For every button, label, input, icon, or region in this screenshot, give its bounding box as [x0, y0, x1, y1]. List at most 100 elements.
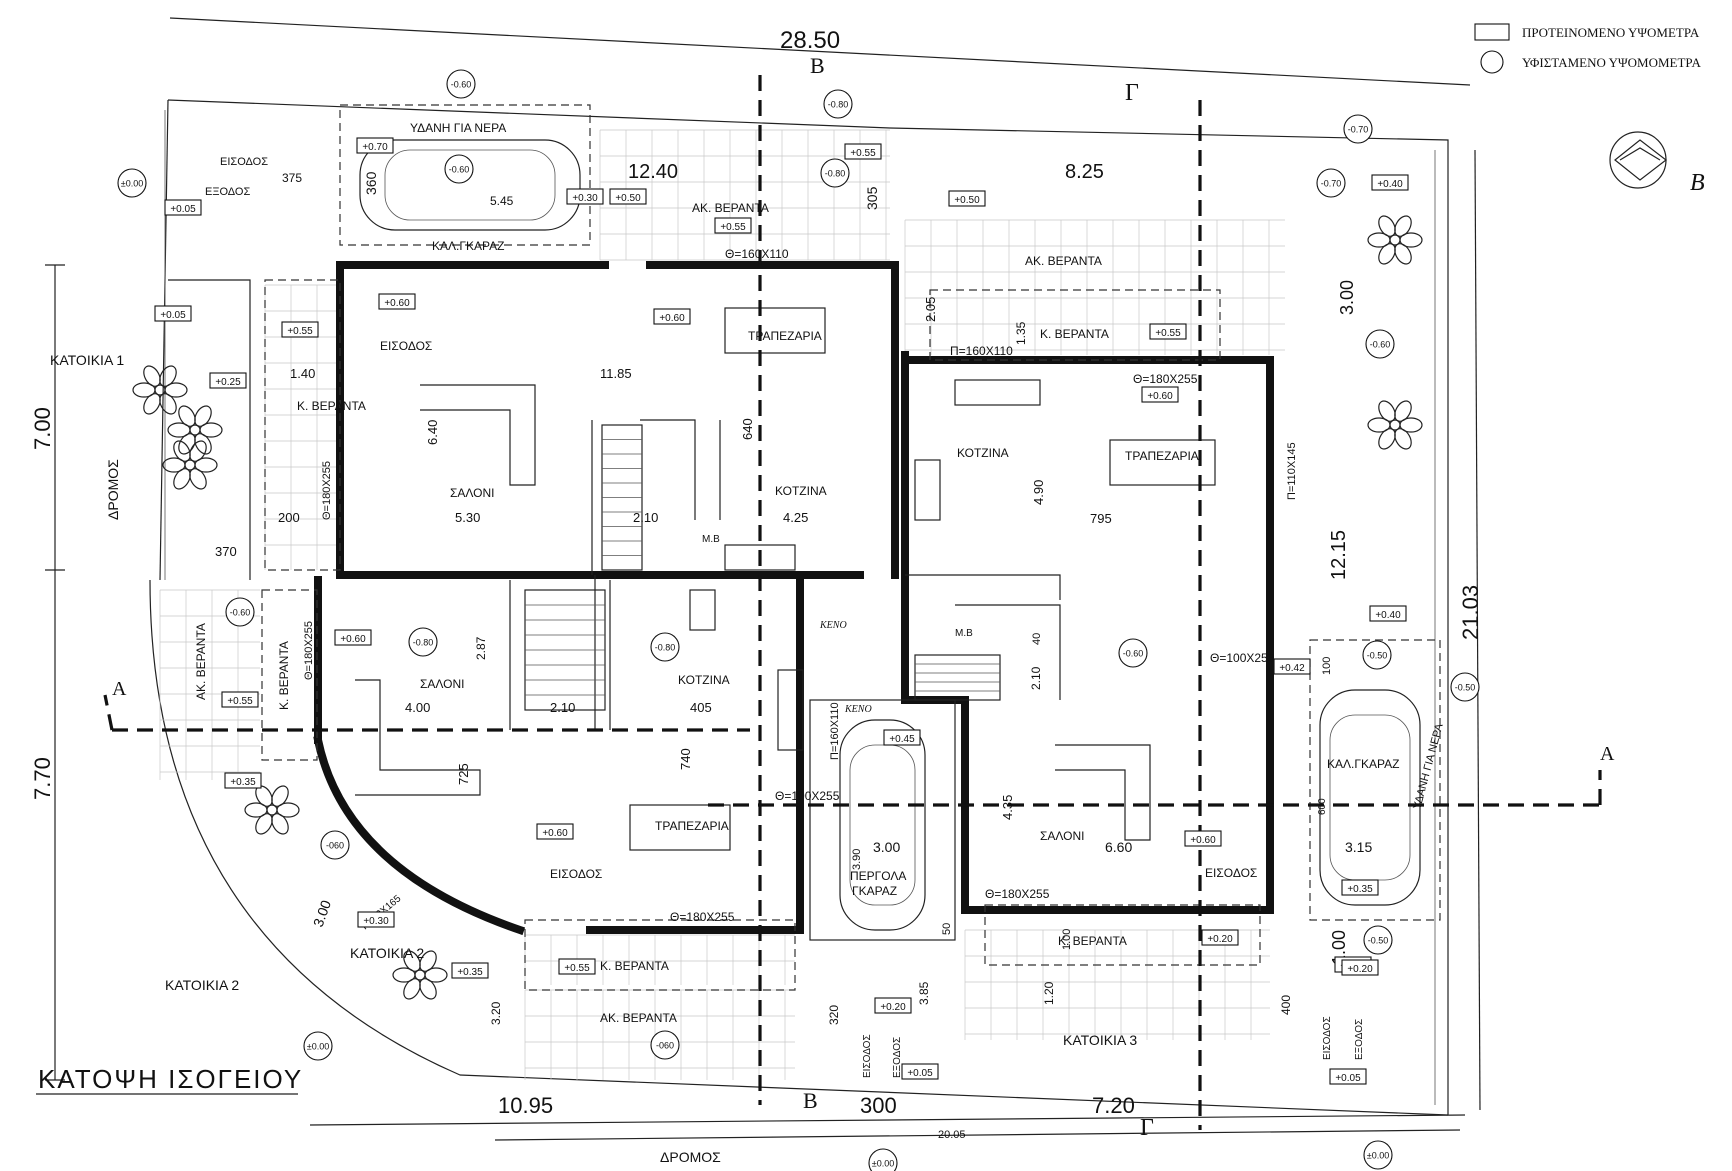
label-exit-top-1: ΕΞΟΔΟΣ	[205, 186, 250, 198]
label-garage-top: ΚΑΛ.ΓΚΑΡΑΖ	[432, 239, 504, 253]
label-house-2a: ΚΑΤΟΙΚΙΑ 2	[350, 945, 424, 961]
dim-600: 600	[1317, 798, 1328, 815]
svg-text:+0.50: +0.50	[954, 195, 980, 206]
furniture	[355, 307, 1216, 851]
level-existing-c2: -0.80	[823, 89, 853, 119]
label-veranda-top: ΑΚ. ΒΕΡΑΝΤΑ	[692, 201, 769, 215]
level-proposed-b2: +0.05	[164, 199, 202, 216]
svg-text:-0.80: -0.80	[828, 100, 849, 110]
svg-text:+0.05: +0.05	[1335, 1073, 1361, 1084]
level-existing-c9: -0.60	[225, 597, 255, 627]
dim-bottom-right: 7.20	[1092, 1093, 1135, 1118]
legend-existing: ΥΦΙΣΤΑΜΕΝΟ ΥΨΟΜΟΜΕΤΡΑ	[1522, 55, 1701, 70]
level-proposed-b15: +0.60	[1141, 386, 1179, 403]
section-g-bottom: Γ	[1140, 1115, 1154, 1141]
dim-385: 3.85	[917, 981, 931, 1005]
label-street-left: ΔΡΟΜΟΣ	[105, 459, 121, 520]
level-existing-c5: -0.80	[820, 158, 850, 188]
svg-text:±0.00: ±0.00	[872, 1159, 894, 1169]
car-right-garage	[1319, 689, 1421, 906]
svg-text:+0.20: +0.20	[1347, 964, 1373, 975]
dim-725: 725	[456, 763, 471, 785]
label-house-3: ΚΑΤΟΙΚΙΑ 3	[1063, 1032, 1137, 1048]
level-existing-c3: -0.70	[1343, 114, 1373, 144]
svg-text:+0.35: +0.35	[230, 777, 256, 788]
dim-50: 50	[941, 923, 953, 935]
level-proposed-b6: +0.55	[714, 217, 752, 234]
svg-text:+0.55: +0.55	[1155, 328, 1181, 339]
svg-text:+0.30: +0.30	[572, 193, 598, 204]
svg-text:-0.60: -0.60	[230, 608, 251, 618]
level-proposed-b24: +0.30	[357, 911, 395, 928]
svg-text:-0.50: -0.50	[1368, 936, 1389, 946]
dim-bottom-total: 20.05	[938, 1129, 966, 1141]
plant-4	[162, 440, 218, 490]
legend-proposed: ΠΡΟΤΕΙΝΟΜΕΝΟ ΥΨΟΜΕΤΡΑ	[1522, 25, 1700, 40]
dim-400b: 400	[1279, 995, 1293, 1015]
svg-text:+0.35: +0.35	[457, 967, 483, 978]
svg-text:-0.60: -0.60	[451, 80, 472, 90]
svg-text:-0.60: -0.60	[449, 165, 470, 175]
legend: ΠΡΟΤΕΙΝΟΜΕΝΟ ΥΨΟΜΕΤΡΑ ΥΦΙΣΤΑΜΕΝΟ ΥΨΟΜΟΜΕ…	[1474, 23, 1701, 74]
label-k-veranda-right: Κ. ΒΕΡΑΝΤΑ	[1040, 327, 1109, 341]
level-proposed-b28: +0.20	[1201, 929, 1239, 946]
label-veranda-top-right: ΑΚ. ΒΕΡΑΝΤΑ	[1025, 254, 1102, 268]
opening-o11: Θ=180Χ255	[670, 910, 735, 924]
level-proposed-b13: +0.05	[154, 305, 192, 322]
label-house-1: ΚΑΤΟΙΚΙΑ 1	[50, 352, 124, 368]
site-boundary	[149, 99, 1449, 1116]
label-ak-veranda-left: ΑΚ. ΒΕΡΑΝΤΑ	[194, 623, 208, 700]
level-proposed-b5: +0.55	[844, 143, 882, 160]
dim-right-chain: 21.03 12.15 3.00 1.00	[1328, 149, 1483, 1111]
label-water-tank-top: ΥΔΑΝΗ ΓΙΑ ΝΕΡΑ	[410, 121, 506, 135]
section-a-left: A	[112, 678, 127, 700]
svg-text:±0.00: ±0.00	[307, 1042, 329, 1052]
dim-425: 4.25	[783, 510, 808, 525]
drawing-title-group: ΚΑΤΟΨΗ ΙΣΟΓΕΙΟΥ	[36, 1064, 303, 1095]
dim-320b: 320	[827, 1005, 841, 1025]
svg-text:+0.55: +0.55	[287, 326, 313, 337]
dim-300p: 3.00	[873, 839, 900, 855]
svg-text:+0.25: +0.25	[215, 377, 241, 388]
label-salon-3: ΣΑΛΟΝΙ	[1040, 829, 1085, 843]
label-vert-entrance-2: ΕΙΣΟΔΟΣ	[1322, 1016, 1333, 1060]
svg-text:+0.60: +0.60	[659, 313, 685, 324]
level-proposed-b10: +0.55	[281, 321, 319, 338]
dim-375: 375	[282, 171, 302, 185]
level-proposed-b26: +0.35	[1341, 879, 1379, 896]
svg-text:+0.05: +0.05	[170, 204, 196, 215]
level-proposed-b12: +0.55	[1149, 323, 1187, 340]
opening-o12: Θ=180Χ255	[985, 887, 1050, 901]
label-k-veranda-bottom-3: Κ. ΒΕΡΑΝΤΑ	[1058, 934, 1127, 948]
opening-o7: Π=160Χ110	[829, 702, 841, 760]
level-existing-c7: -0.70	[1316, 168, 1346, 198]
dim-right-top: 3.00	[1337, 280, 1357, 315]
level-proposed-b8: +0.40	[1371, 174, 1409, 191]
level-existing-c18: ±0.00	[303, 1031, 333, 1061]
dim-left-lower: 7.70	[30, 757, 55, 800]
svg-text:±0.00: ±0.00	[121, 179, 143, 189]
label-kitchen-3: ΚΟΤΖΙΝΑ	[957, 446, 1009, 460]
drawing-title: ΚΑΤΟΨΗ ΙΣΟΓΕΙΟΥ	[38, 1064, 303, 1094]
dim-top-total: 28.50	[169, 17, 1471, 86]
dim-right-mid: 12.15	[1328, 530, 1350, 580]
svg-text:+0.55: +0.55	[564, 963, 590, 974]
level-proposed-b19: +0.42	[1273, 658, 1311, 675]
dim-100b: 1.00	[1061, 929, 1073, 950]
level-proposed-b9: +0.60	[378, 293, 416, 310]
svg-text:-0.50: -0.50	[1367, 651, 1388, 661]
level-proposed-b32: +0.20	[1341, 959, 1379, 976]
level-proposed-b27: +0.55	[558, 958, 596, 975]
opening-o5: Θ=180Χ255	[321, 461, 333, 520]
svg-text:+0.42: +0.42	[1279, 663, 1305, 674]
level-existing-c6: ±0.00	[117, 168, 147, 198]
dim-top-total-label: 28.50	[780, 27, 840, 54]
dim-370: 370	[215, 544, 237, 559]
opening-o6: Θ=180Χ255	[303, 621, 315, 680]
svg-text:+0.30: +0.30	[363, 916, 389, 927]
level-proposed-b4: +0.50	[609, 188, 647, 205]
label-vert-exit-2: ΕΞΟΔΟΣ	[1354, 1019, 1365, 1060]
level-proposed-b14: +0.25	[209, 372, 247, 389]
svg-text:-0.80: -0.80	[825, 169, 846, 179]
opening-o4: Π=110Χ145	[1286, 442, 1298, 500]
